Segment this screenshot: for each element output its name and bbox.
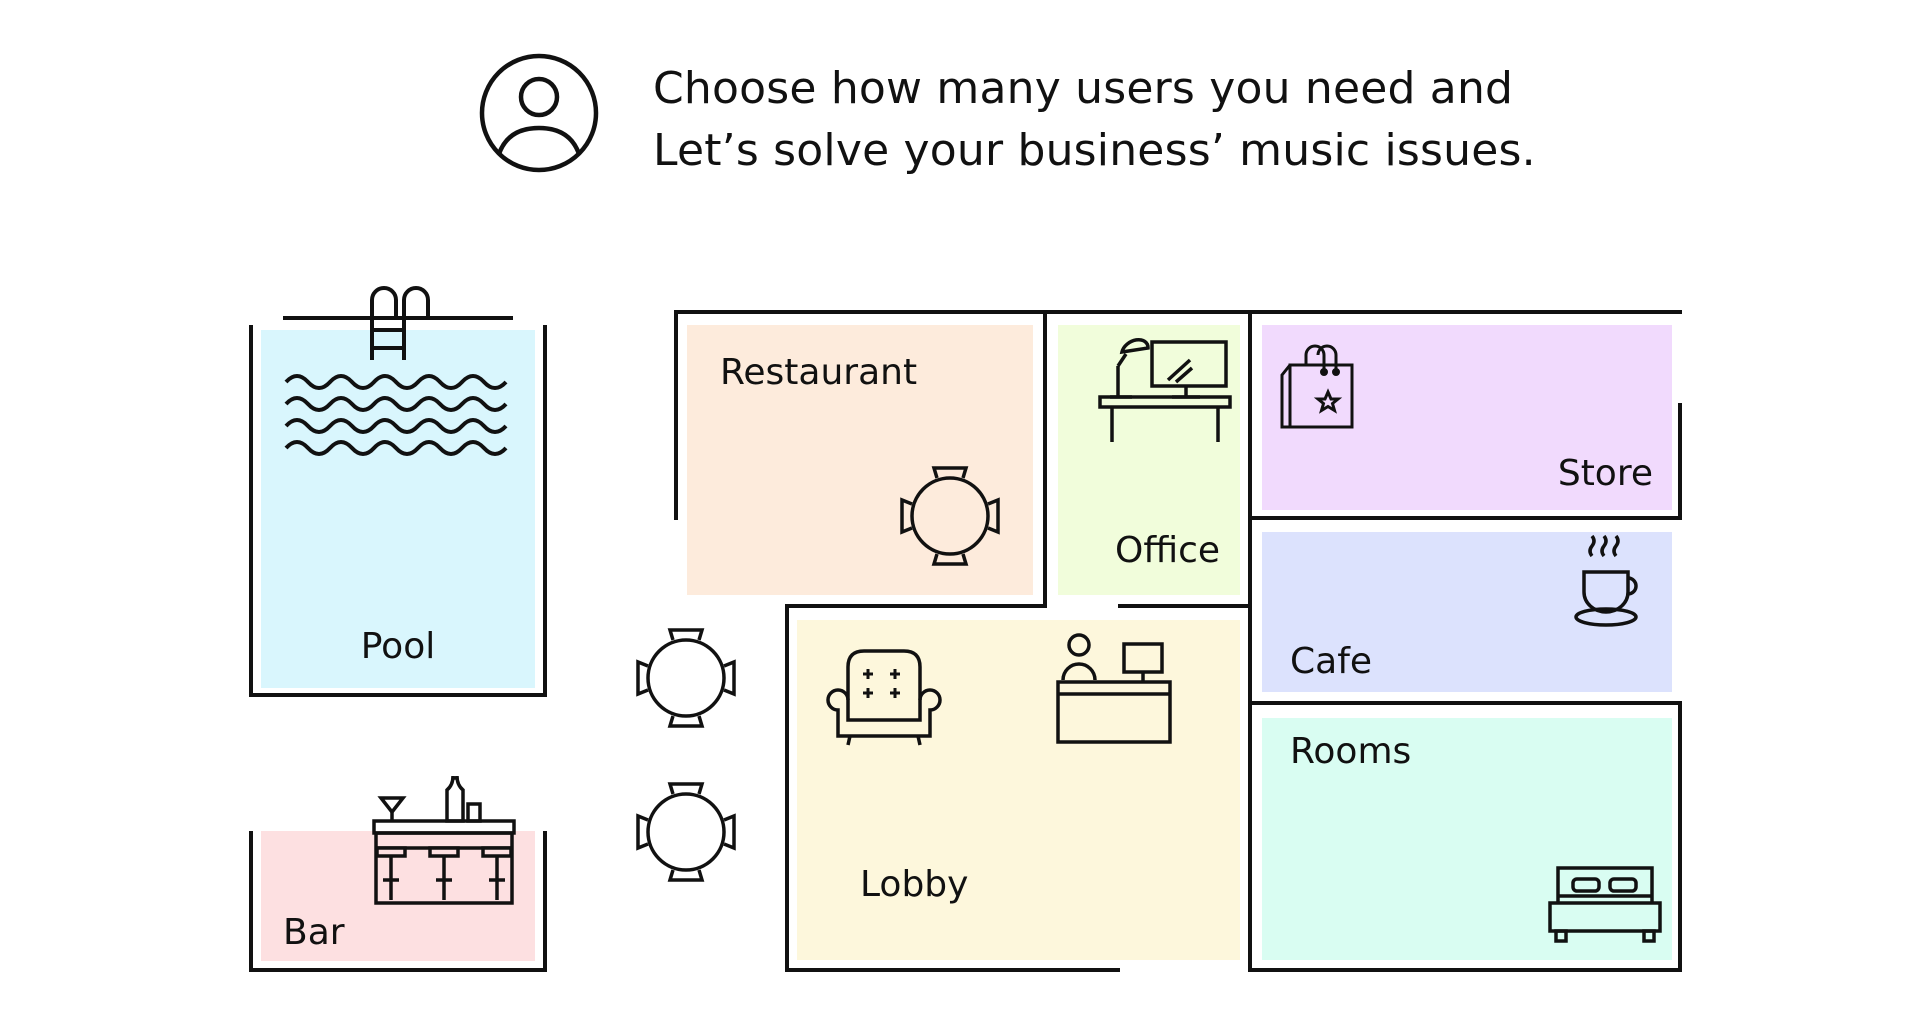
lobby-fill[interactable] (797, 620, 1240, 960)
office-fill[interactable] (1058, 325, 1240, 595)
bar-label: Bar (283, 912, 345, 953)
bar-counter-icon (372, 775, 516, 905)
headline-line-1: Choose how many users you need and (653, 63, 1514, 114)
user-icon[interactable] (478, 52, 600, 174)
armchair-icon (826, 649, 942, 746)
headline-line-2: Let’s solve your business’ music issues. (653, 125, 1536, 176)
rooms-fill[interactable] (1262, 718, 1672, 960)
waves-icon (284, 374, 508, 456)
pool-label: Pool (361, 626, 435, 667)
shopping-bag-icon (1280, 344, 1354, 429)
pool-fill[interactable] (261, 330, 535, 688)
walls (249, 310, 1682, 972)
bed-icon (1548, 866, 1662, 943)
store-label: Store (1558, 453, 1653, 494)
reception-desk-icon (1056, 633, 1172, 744)
cafe-label: Cafe (1290, 641, 1372, 682)
office-label: Office (1115, 530, 1220, 571)
header: Choose how many users you need and Let’s… (478, 52, 1538, 182)
restaurant-fill[interactable] (687, 325, 1033, 595)
round-table-icon (636, 628, 736, 728)
pool-ladder-icon (370, 286, 430, 360)
round-table-icon (900, 466, 1000, 566)
headline: Choose how many users you need and Let’s… (653, 58, 1536, 182)
store-fill[interactable] (1262, 325, 1672, 510)
rooms-label: Rooms (1290, 731, 1411, 772)
lobby-label: Lobby (860, 864, 968, 905)
restaurant-label: Restaurant (720, 352, 917, 393)
desk-lamp-computer-icon (1098, 337, 1232, 442)
coffee-cup-icon (1574, 534, 1638, 627)
round-table-icon (636, 782, 736, 882)
